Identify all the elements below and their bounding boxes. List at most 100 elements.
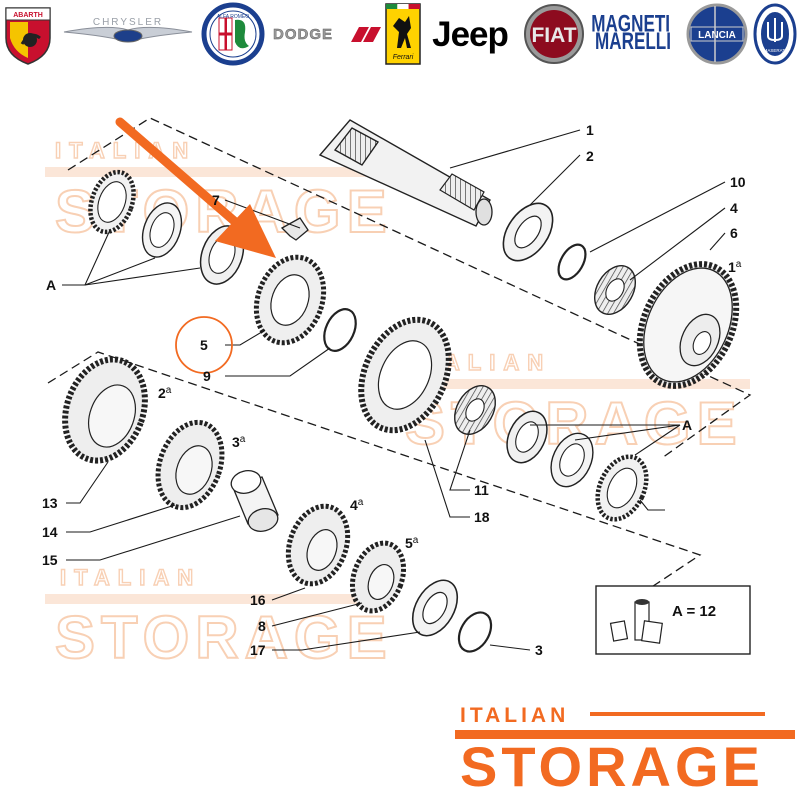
gear-label-5a-sup: a: [413, 535, 419, 546]
circlip-part-9: [323, 308, 357, 352]
magneti-marelli-logo-text: MAGNETI MARELLI: [591, 11, 675, 55]
fiat-logo[interactable]: FIAT: [524, 4, 584, 64]
callout-a-left: A: [46, 277, 56, 293]
fourth-gear-part-16: [285, 503, 351, 587]
callout-16: 16: [250, 592, 266, 608]
dashed-assembly-outlines: [47, 117, 752, 601]
callout-labels: 1 2 10 4 6 7 A 5 9 13 14 15 16 8 17 3 11…: [42, 122, 746, 658]
gear-label-3a-num: 3: [232, 434, 240, 450]
logo-bar-left: [590, 712, 765, 716]
dodge-logo[interactable]: DODGE: [273, 26, 381, 43]
logo-line1: ITALIAN: [460, 704, 569, 727]
gear-label-4a-sup: a: [358, 497, 364, 508]
jeep-logo-text: Jeep: [432, 15, 508, 54]
callout-6: 6: [730, 225, 738, 241]
gear-label-1a-num: 1: [728, 259, 736, 275]
synchro-ring-right: [506, 410, 548, 464]
kit-quantity-label: A = 12: [672, 603, 716, 620]
gear-label-3a: 3a: [232, 434, 246, 450]
marelli-logo-line: MARELLI: [595, 28, 671, 54]
highlight-circle: [175, 316, 233, 374]
gear-label-4a: 4a: [350, 497, 364, 513]
watermark-line1: ITALIAN: [60, 565, 201, 590]
maserati-logo[interactable]: MASERATI: [753, 3, 797, 65]
bearing-part-2: [502, 202, 554, 262]
callout-a-right: A: [682, 417, 692, 433]
gear-label-4a-num: 4: [350, 497, 358, 513]
gear-parts: [62, 119, 740, 653]
lower-assembly-outline: [47, 351, 702, 601]
brand-logo-strip: ABARTH CHRYSLER ALFA ROMEO DODGE: [5, 2, 797, 66]
third-gear-part-14: [155, 419, 225, 511]
jeep-logo[interactable]: Jeep: [432, 15, 509, 54]
synchro-ring-upper-left: [88, 169, 136, 235]
watermark-bottom-left: ITALIAN STORAGE: [45, 564, 393, 672]
key-part-7: [280, 217, 309, 241]
kit-parts-icon: [609, 599, 663, 644]
gear-label-5a: 5a: [405, 535, 419, 551]
callout-9: 9: [203, 368, 211, 384]
watermark-bar: [45, 167, 390, 177]
fiat-logo-text: FIAT: [531, 24, 576, 47]
gear-label-2a-sup: a: [166, 385, 172, 396]
gear-label-2a-num: 2: [158, 385, 166, 401]
italian-storage-logo: ITALIAN STORAGE: [455, 704, 795, 798]
watermark-line1: ITALIAN: [55, 138, 196, 163]
dodge-logo-text: DODGE: [273, 26, 333, 43]
needle-bearing-part-4: [594, 265, 636, 315]
bushing-part-15: [230, 470, 279, 532]
lancia-logo[interactable]: LANCIA: [686, 3, 748, 65]
maserati-logo-text: MASERATI: [764, 48, 787, 53]
callout-8: 8: [258, 618, 266, 634]
needle-bearing-part-11: [454, 385, 496, 435]
callout-17: 17: [250, 642, 266, 658]
callout-5: 5: [200, 337, 208, 353]
bearing-part-17: [411, 579, 459, 637]
gear-label-3a-sup: a: [240, 434, 246, 445]
abarth-logo[interactable]: ABARTH: [5, 7, 51, 65]
watermark-bar: [45, 594, 390, 604]
callout-7: 7: [212, 192, 220, 208]
callout-10: 10: [730, 174, 746, 190]
callout-11: 11: [474, 482, 489, 498]
synchro-hub-part-5: [253, 254, 327, 346]
synchro-cone-upper-left: [141, 202, 183, 258]
highlight-arrow: [115, 117, 276, 258]
chrysler-logo-text: CHRYSLER: [93, 17, 163, 28]
logo-line2: STORAGE: [460, 735, 764, 798]
watermark-bar: [400, 379, 750, 389]
gear-label-5a-num: 5: [405, 535, 413, 551]
callout-14: 14: [42, 524, 58, 540]
ferrari-logo[interactable]: Ferrari: [385, 3, 421, 65]
magneti-marelli-logo[interactable]: MAGNETI MARELLI: [591, 11, 675, 55]
gear-label-1a: 1a: [728, 259, 742, 275]
callout-4: 4: [730, 200, 738, 216]
callout-1: 1: [586, 122, 594, 138]
alfa-romeo-logo[interactable]: ALFA ROMEO: [201, 2, 265, 66]
callout-15: 15: [42, 552, 58, 568]
fifth-gear-part-8: [349, 540, 407, 614]
callout-3: 3: [535, 642, 543, 658]
logo-bar-main: [455, 730, 795, 739]
sleeve-gear-part-18: [358, 316, 452, 434]
gear-label-1a-sup: a: [736, 259, 742, 270]
ferrari-logo-text: Ferrari: [393, 54, 414, 61]
magneti-logo-line: MAGNETI: [591, 11, 670, 37]
watermark-line2: STORAGE: [55, 604, 393, 671]
callout-13: 13: [42, 495, 58, 511]
lancia-logo-text: LANCIA: [698, 30, 736, 41]
alfa-romeo-logo-text: ALFA ROMEO: [217, 14, 249, 20]
callout-2: 2: [586, 148, 594, 164]
second-gear-part-13: [62, 356, 148, 464]
synchro-toothed-ring-right: [595, 454, 649, 522]
synchro-cone-right: [550, 432, 594, 488]
kit-quantity-box: A = 12: [595, 585, 751, 655]
snap-ring-part-3: [457, 611, 493, 653]
input-shaft-part: [318, 119, 493, 227]
snap-ring-part-10: [557, 243, 587, 281]
gear-label-2a: 2a: [158, 385, 172, 401]
leader-lines: [62, 129, 726, 651]
abarth-logo-text: ABARTH: [13, 12, 43, 19]
chrysler-logo[interactable]: CHRYSLER: [63, 17, 193, 43]
